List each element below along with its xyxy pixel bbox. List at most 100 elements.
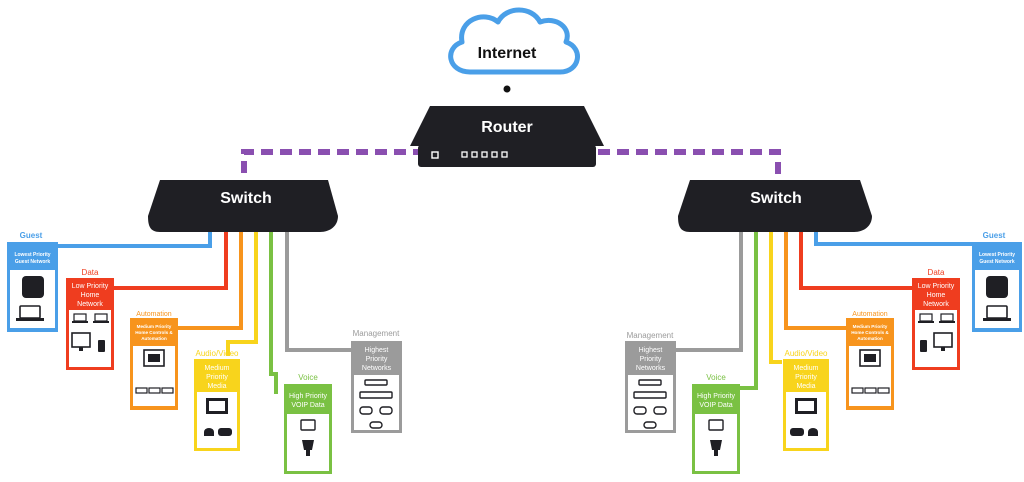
router-label: Router xyxy=(481,119,533,136)
automation-line-2: Home Controls & xyxy=(135,330,173,335)
laptop-icon xyxy=(16,305,44,321)
trunk-link-right xyxy=(598,149,781,190)
data-line-2: Home xyxy=(927,292,946,299)
link-left-automation xyxy=(178,232,243,330)
cloud-icon xyxy=(448,7,580,75)
vlan-panel-voice-right: Voice High Priority VOIP Data xyxy=(692,373,740,474)
speaker-icon xyxy=(22,276,44,298)
link-left-voice xyxy=(269,232,278,394)
doorbell-icon xyxy=(710,440,722,456)
trunk-links xyxy=(241,149,781,190)
vlan-panel-automation-left: Automation Medium Priority Home Controls… xyxy=(130,311,178,410)
router-ports xyxy=(461,151,508,158)
data-line-1: Low Priority xyxy=(918,283,955,290)
vlan-links-right xyxy=(676,232,972,390)
keypad-icons xyxy=(135,387,174,394)
vlan-links-left xyxy=(58,232,352,394)
game-controller-icon xyxy=(808,428,818,436)
voice-line-2: VOIP Data xyxy=(699,402,732,409)
link-right-av xyxy=(769,232,782,364)
vlan-panel-management-right: Management Highest Priority Networks xyxy=(625,331,676,433)
voice-title: Voice xyxy=(298,373,318,382)
data-line-3: Network xyxy=(77,301,103,308)
guest-title: Guest xyxy=(20,231,43,240)
link-left-guest xyxy=(58,232,212,248)
guest-line-1: Lowest Priority xyxy=(979,252,1015,258)
management-line-1: Highest xyxy=(639,347,663,354)
game-controller-icon xyxy=(204,428,214,436)
vlan-panel-data-left: Data Low Priority Home Network xyxy=(66,268,114,370)
av-title: Audio/Video xyxy=(785,349,829,358)
vlan-panel-guest-right: Guest Lowest Priority Guest Network xyxy=(972,231,1022,332)
tv-icon xyxy=(795,398,817,414)
link-left-av xyxy=(226,232,258,356)
automation-title: Automation xyxy=(852,311,888,318)
tv-icon xyxy=(206,398,228,414)
speaker-icon xyxy=(986,276,1008,298)
link-right-management xyxy=(676,232,743,352)
management-title: Management xyxy=(353,329,400,338)
desktop-monitor-icon xyxy=(933,332,953,351)
vlan-panel-guest-left: Guest Lowest Priority Guest Network xyxy=(7,231,58,332)
data-title: Data xyxy=(928,268,945,277)
automation-title: Automation xyxy=(136,311,172,318)
link-right-voice xyxy=(740,232,758,390)
touch-panel-icon xyxy=(859,349,881,367)
av-line-2: Priority xyxy=(206,374,228,381)
management-title: Management xyxy=(627,331,674,340)
desktop-monitor-icon xyxy=(71,332,91,351)
touch-panel-icon xyxy=(143,349,165,367)
phone-icon xyxy=(920,340,927,352)
vlan-panel-voice-left: Voice High Priority VOIP Data xyxy=(284,373,332,474)
link-right-automation xyxy=(784,232,848,330)
trunk-link-left xyxy=(241,149,425,190)
av-line-3: Media xyxy=(207,383,226,390)
data-line-1: Low Priority xyxy=(72,283,109,290)
av-line-1: Medium xyxy=(205,365,230,372)
automation-line-3: Automation xyxy=(141,336,167,341)
vlan-panel-av-left: Audio/Video Medium Priority Media xyxy=(194,349,240,451)
guest-line-2: Guest Network xyxy=(979,259,1015,265)
automation-line-1: Medium Priority xyxy=(853,324,888,329)
av-line-3: Media xyxy=(796,383,815,390)
management-line-2: Priority xyxy=(640,356,662,363)
av-title: Audio/Video xyxy=(196,349,240,358)
voice-line-1: High Priority xyxy=(697,393,736,400)
media-player-icon xyxy=(790,428,804,436)
management-line-3: Networks xyxy=(636,365,666,372)
laptop-icon xyxy=(93,313,109,323)
vlan-panel-automation-right: Automation Medium Priority Home Controls… xyxy=(846,311,894,410)
laptop-icon xyxy=(939,313,955,323)
management-line-1: Highest xyxy=(365,347,389,354)
laptop-icon xyxy=(72,313,88,323)
guest-line-1: Lowest Priority xyxy=(14,252,50,258)
phone-icon xyxy=(98,340,105,352)
automation-line-3: Automation xyxy=(857,336,883,341)
internet-cloud: Internet xyxy=(448,7,580,75)
switch-right: Switch xyxy=(678,180,872,232)
network-gear-icons xyxy=(633,379,667,429)
automation-line-2: Home Controls & xyxy=(851,330,889,335)
voice-line-1: High Priority xyxy=(289,393,328,400)
vlan-panel-data-right: Data Low Priority Home Network xyxy=(912,268,960,370)
keypad-icons xyxy=(851,387,890,394)
data-line-2: Home xyxy=(81,292,100,299)
guest-line-2: Guest Network xyxy=(15,259,51,265)
network-gear-icons xyxy=(359,379,393,429)
management-line-2: Priority xyxy=(366,356,388,363)
voice-title: Voice xyxy=(706,373,726,382)
automation-line-1: Medium Priority xyxy=(137,324,172,329)
laptop-icon xyxy=(983,305,1011,321)
switch-left: Switch xyxy=(148,180,338,232)
guest-title: Guest xyxy=(983,231,1006,240)
voip-phone-icon xyxy=(708,419,724,431)
av-line-2: Priority xyxy=(795,374,817,381)
internet-label: Internet xyxy=(478,45,537,62)
management-line-3: Networks xyxy=(362,365,392,372)
av-line-1: Medium xyxy=(794,365,819,372)
data-title: Data xyxy=(82,268,99,277)
link-right-data xyxy=(799,232,912,290)
switch-right-label: Switch xyxy=(750,190,802,207)
